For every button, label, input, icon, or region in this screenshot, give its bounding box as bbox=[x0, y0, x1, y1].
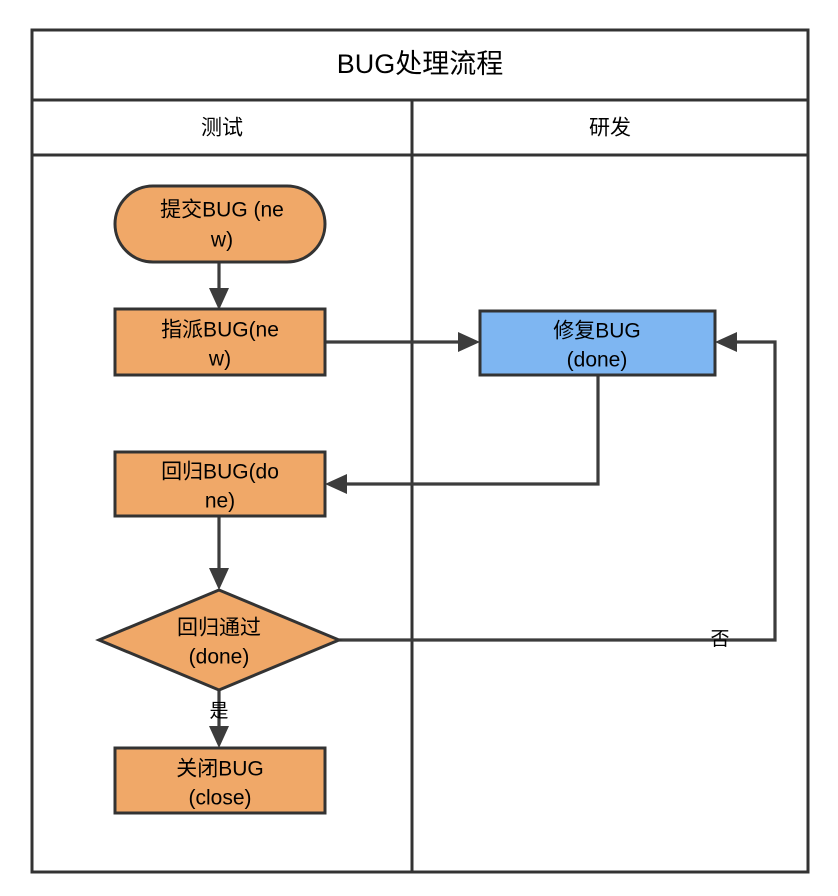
node-regress-bug-shape[interactable] bbox=[113, 450, 327, 518]
node-close-bug-line2: (close) bbox=[188, 787, 251, 810]
node-regress-bug[interactable]: 回归BUG(do ne) bbox=[113, 450, 327, 518]
edge-label-no: 否 bbox=[710, 629, 729, 650]
node-regress-pass-line2: (done) bbox=[189, 646, 250, 669]
node-close-bug[interactable]: 关闭BUG (close) bbox=[113, 746, 327, 815]
node-assign-bug-shape[interactable] bbox=[113, 307, 327, 377]
node-close-bug-line1: 关闭BUG bbox=[176, 758, 264, 781]
node-regress-bug-line2: ne) bbox=[205, 490, 235, 513]
node-close-bug-shape[interactable] bbox=[113, 746, 327, 815]
node-regress-pass-decision[interactable]: 回归通过 (done) bbox=[95, 588, 343, 692]
node-assign-bug-line2: w) bbox=[208, 348, 231, 371]
node-submit-bug-shape[interactable] bbox=[113, 184, 327, 264]
node-regress-pass-line1: 回归通过 bbox=[177, 617, 261, 640]
node-assign-bug[interactable]: 指派BUG(ne w) bbox=[113, 307, 327, 377]
node-regress-bug-line1: 回归BUG(do bbox=[161, 461, 279, 484]
page-title: BUG处理流程 bbox=[337, 49, 504, 79]
edge-submit-to-assign bbox=[209, 262, 229, 310]
edge-decision-to-fix: 否 bbox=[339, 332, 777, 650]
node-submit-bug-line2: w) bbox=[210, 229, 233, 252]
diagram-frame bbox=[30, 28, 810, 874]
edge-decision-to-close: 是 bbox=[209, 690, 229, 748]
node-assign-bug-line1: 指派BUG(ne bbox=[161, 319, 279, 342]
node-fix-bug-line1: 修复BUG bbox=[553, 320, 641, 343]
node-submit-bug-line1: 提交BUG (ne bbox=[160, 199, 284, 222]
edge-fix-to-regress bbox=[325, 375, 600, 494]
edge-label-yes: 是 bbox=[209, 701, 228, 722]
node-submit-bug[interactable]: 提交BUG (ne w) bbox=[113, 184, 327, 264]
edge-assign-to-fix bbox=[325, 332, 480, 352]
edge-regress-to-decision bbox=[209, 516, 229, 590]
node-regress-pass-shape[interactable] bbox=[95, 588, 343, 692]
node-fix-bug-line2: (done) bbox=[567, 349, 628, 372]
lane-label-dev: 研发 bbox=[589, 117, 631, 140]
lane-label-test: 测试 bbox=[201, 117, 243, 140]
node-fix-bug[interactable]: 修复BUG (done) bbox=[478, 309, 717, 377]
node-fix-bug-shape[interactable] bbox=[478, 309, 717, 377]
